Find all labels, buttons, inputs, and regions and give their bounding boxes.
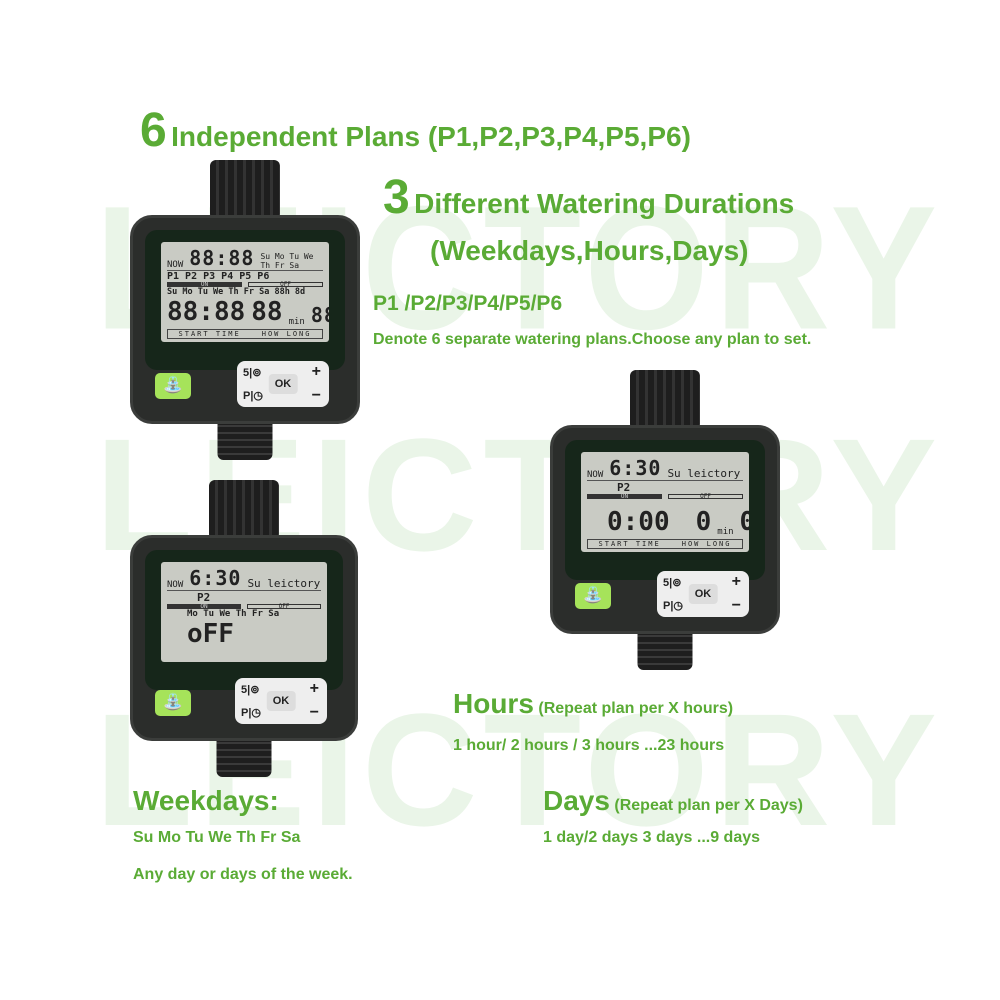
headline-durations: 3 Different Watering Durations: [383, 171, 795, 224]
days-heading: Days (Repeat plan per X Days): [543, 785, 803, 816]
program-button[interactable]: P|◷: [663, 600, 684, 612]
plans-desc: Denote 6 separate watering plans.Choose …: [373, 331, 812, 348]
headline-plans: 6 Independent Plans (P1,P2,P3,P4,P5,P6): [140, 104, 691, 157]
manual-water-button[interactable]: ⛲: [575, 583, 611, 609]
inlet-nut: [210, 160, 280, 220]
back-button[interactable]: 5|⊚: [243, 367, 262, 379]
minus-button[interactable]: −: [731, 597, 741, 614]
ok-button[interactable]: OK: [266, 691, 296, 711]
durations-subtitle: (Weekdays,Hours,Days): [430, 235, 749, 266]
outlet-thread: [637, 628, 693, 670]
control-pad: 5|⊚ P|◷ OK + −: [237, 361, 329, 407]
ok-button[interactable]: OK: [688, 584, 718, 604]
inlet-nut: [209, 480, 279, 540]
back-button[interactable]: 5|⊚: [241, 684, 260, 696]
back-button[interactable]: 5|⊚: [663, 577, 682, 589]
program-button[interactable]: P|◷: [243, 390, 264, 402]
manual-water-button[interactable]: ⛲: [155, 690, 191, 716]
plus-button[interactable]: +: [309, 680, 319, 697]
program-button[interactable]: P|◷: [241, 707, 262, 719]
hours-values: 1 hour/ 2 hours / 3 hours ...23 hours: [453, 737, 725, 754]
outlet-thread: [217, 418, 273, 460]
outlet-thread: [216, 735, 272, 777]
control-pad: 5|⊚ P|◷ OK + −: [235, 678, 327, 724]
plus-button[interactable]: +: [311, 363, 321, 380]
plans-title: P1 /P2/P3/P4/P5/P6: [373, 292, 563, 315]
plus-button[interactable]: +: [731, 573, 741, 590]
minus-button[interactable]: −: [311, 387, 321, 404]
ok-button[interactable]: OK: [268, 374, 298, 394]
weekdays-heading: Weekdays:: [133, 785, 279, 816]
manual-water-button[interactable]: ⛲: [155, 373, 191, 399]
days-values: 1 day/2 days 3 days ...9 days: [543, 829, 761, 846]
weekdays-values: Su Mo Tu We Th Fr Sa: [133, 829, 301, 846]
weekdays-note: Any day or days of the week.: [133, 866, 353, 883]
control-pad: 5|⊚ P|◷ OK + −: [657, 571, 749, 617]
inlet-nut: [630, 370, 700, 430]
minus-button[interactable]: −: [309, 704, 319, 721]
hours-heading: Hours (Repeat plan per X hours): [453, 688, 734, 719]
